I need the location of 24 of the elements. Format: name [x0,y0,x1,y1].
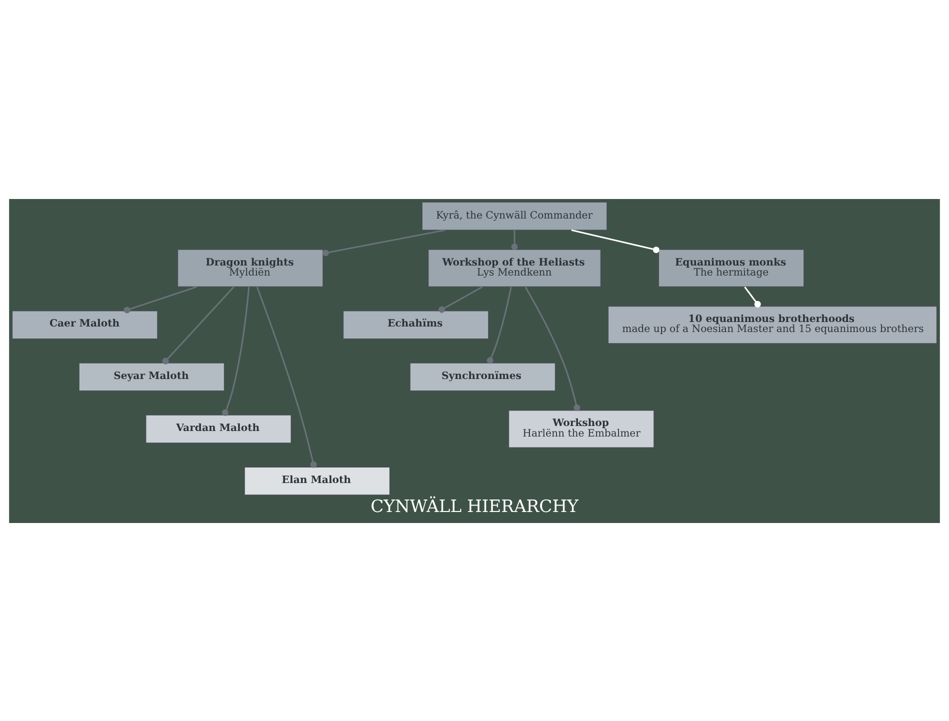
connector [438,286,483,312]
connector [511,230,518,250]
node-box: Kyrâ, the Cynwäll Commander [422,201,608,230]
node-box: Echahïms [342,310,489,339]
connector [524,286,580,410]
node-box: Caer Maloth [12,310,158,339]
connector [162,286,234,364]
node-box: Workshop Harlënn the Embalmer [508,409,654,448]
node-box: Vardan Maloth [145,414,292,443]
connector [571,228,660,253]
node-box: Seyar Maloth [78,362,225,391]
diagram-title: CYNWÄLL HIERARCHY [370,496,578,516]
node-box: Equanimous monks The hermitage [658,248,804,287]
node-box: Workshop of the Heliasts Lys Mendkenn [428,248,602,287]
node-box: 10 equanimous brotherhoods made up of a Noesian Master and 15 equanimous brothers [608,305,938,344]
node-box: Elan Maloth [244,466,390,495]
connector [486,286,512,364]
connector [322,228,446,256]
node-box: Synchronïmes [410,362,556,391]
connector [744,286,761,307]
connector [222,286,250,416]
node-box: Dragon knights Myldiën [177,248,324,287]
connector [256,286,317,468]
connector [124,286,197,313]
